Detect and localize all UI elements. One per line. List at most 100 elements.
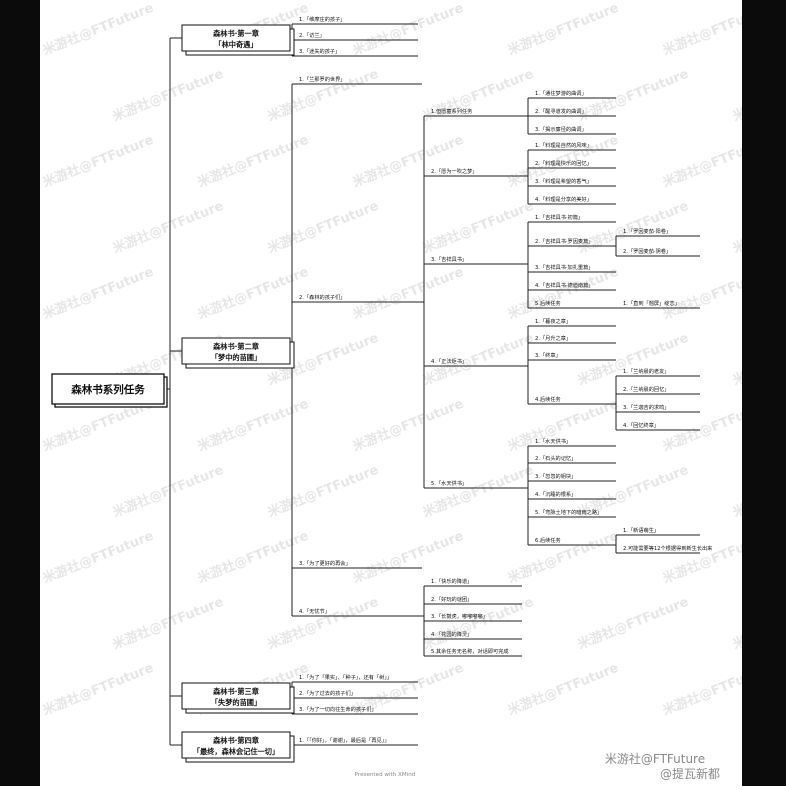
left-black-border — [0, 0, 40, 786]
chapter-2-group-5-item-2: 2.「石头的记忆」 — [535, 454, 576, 462]
chapter-2-festival-item-1: 1.「快乐的降道」 — [431, 577, 472, 585]
chapter-2-group-3-item-2: 2.「吉祥具书·罗因麦篇」 — [535, 237, 593, 245]
chapter-2-group-4-item-3: 3.「终章」 — [535, 351, 561, 359]
chapter-1-node: 森林书·第一章 「林中奇遇」 — [181, 24, 295, 56]
chapter-3-node: 森林书·第三章 「失梦的苗圃」 — [181, 682, 295, 714]
watermark-text: 米游社@FTFuture — [266, 66, 382, 125]
chapter-1-title: 森林书·第一章 — [212, 29, 259, 38]
chapter-2-group-5-item-4: 4.「沉睡的根系」 — [535, 490, 576, 498]
chapter-2-group-5-item-5: 5.「弯脉土地下的暗雨之路」 — [535, 508, 602, 516]
watermark-text: 米游社@FTFuture — [731, 462, 742, 521]
watermark-text: 米游社@FTFuture — [196, 396, 312, 455]
chapter-4-item-1: 1.「「你好」，「谢谢」，最后是「再见」」 — [299, 736, 390, 744]
chapter-3-subtitle: 「失梦的苗圃」 — [211, 698, 261, 707]
chapter-2-group-4-item-4-sub-4: 4.「回忆终章」 — [623, 421, 659, 429]
watermark-text: 米游社@FTFuture — [41, 132, 157, 191]
chapter-2-group-5: 5.「水天供书」 — [431, 479, 467, 487]
watermark-text: 米游社@FTFuture — [506, 0, 622, 59]
chapter-2-group-4-item-4: 4.后续任务 — [535, 395, 561, 403]
chapter-2-group-1-item-2: 2.「醒寻道发的曲调」 — [535, 107, 587, 115]
chapter-2-box — [181, 337, 291, 365]
watermark-text: 米游社@FTFuture — [266, 594, 382, 653]
xmind-footer: Presented with XMind — [355, 772, 416, 778]
corner-watermark-1: 米游社@FTFuture — [605, 751, 705, 766]
corner-watermark-2: @提瓦新都 — [660, 766, 720, 781]
chapter-4-title: 森林书·第四章 — [212, 736, 259, 745]
watermark-text: 米游社@FTFuture — [421, 198, 537, 257]
watermark-text: 米游社@FTFuture — [731, 330, 742, 389]
chapter-2-festival-item-2: 2.「好玩的谜团」 — [431, 595, 472, 603]
chapter-2-group-4-item-2: 2.「月升之章」 — [535, 334, 571, 342]
watermark-text: 米游社@FTFuture — [196, 528, 312, 587]
chapter-1-item-2: 2.「访兰」 — [299, 31, 325, 39]
chapter-1-box — [181, 24, 291, 52]
chapter-2-group-4-item-1: 1.「暮夜之章」 — [535, 317, 571, 325]
chapter-2-group-2-item-2: 2.「料理是快乐的回忆」 — [535, 159, 592, 167]
watermark-text: 米游社@FTFuture — [351, 132, 467, 191]
watermark-text: 米游社@FTFuture — [351, 396, 467, 455]
node-labels: 1.「维摩庄的孩子」 2.「访兰」 3.「迷失的孩子」 1.「兰那罗的世界」 2.「森林… — [299, 15, 713, 744]
chapter-2-group-3-item-1: 1.「吉祥具书·初篇」 — [535, 213, 583, 221]
watermark-text: 米游社@FTFuture — [576, 330, 692, 389]
chapter-4-subtitle: 「最终，森林会记住一切」 — [193, 747, 279, 756]
chapter-2-group-5-item-1: 1.「水天供书」 — [535, 437, 571, 445]
root-node-frame — [51, 373, 165, 405]
watermark-text: 米游社@FTFuture — [576, 594, 692, 653]
chapter-2-group-2: 2.「愿为一吹之梦」 — [431, 167, 477, 175]
watermark-text: 米游社@FTFuture — [661, 396, 742, 455]
watermark-text: 米游社@FTFuture — [731, 66, 742, 125]
chapter-2-item-2: 2.「森林的孩子们」 — [299, 293, 345, 301]
watermark-text: 米游社@FTFuture — [41, 0, 157, 59]
watermark-text: 米游社@FTFuture — [661, 264, 742, 323]
watermark-text: 米游社@FTFuture — [731, 594, 742, 653]
chapter-2-group-4-item-4-sub-3: 3.「兰迦吉的求鸣」 — [623, 403, 669, 411]
watermark-text: 米游社@FTFuture — [41, 660, 157, 719]
watermark-text: 米游社@FTFuture — [661, 0, 742, 59]
root-title: 森林书系列任务 — [70, 383, 145, 396]
watermark-text: 米游社@FTFuture — [506, 660, 622, 719]
chapter-2-group-2-item-1: 1.「料理是自然的风味」 — [535, 141, 592, 149]
chapter-2-group-5-item-6-sub-2: 2.可能需要等12个根据得到新生长出来 — [623, 544, 713, 552]
chapter-2-group-3-item-3: 3.「吉祥具书·加扎重篇」 — [535, 263, 593, 271]
watermark-text: 米游社@FTFuture — [731, 198, 742, 257]
chapter-2-festival-item-4: 4.「花园的降灵」 — [431, 630, 472, 638]
chapter-2-group-4-item-4-sub-2: 2.「兰纳晨的回忆」 — [623, 385, 669, 393]
chapter-2-item-4: 4.「无忧节」 — [299, 607, 330, 615]
watermark-text: 米游社@FTFuture — [196, 132, 312, 191]
chapter-1-item-3: 3.「迷失的孩子」 — [299, 47, 340, 55]
chapter-2-festival-item-5: 5.其余任务无名称，对话即可完成 — [431, 647, 509, 655]
chapter-3-title: 森林书·第三章 — [212, 687, 259, 696]
chapter-2-title: 森林书·第二章 — [212, 342, 259, 351]
chapter-2-item-3: 3.「为了更好的再会」 — [299, 559, 351, 567]
chapter-2-group-4-item-4-sub-1: 1.「兰纳晨的老友」 — [623, 367, 669, 375]
watermark-text: 米游社@FTFuture — [661, 132, 742, 191]
watermark-text: 米游社@FTFuture — [576, 198, 692, 257]
chapter-2-group-3-item-2-sub-1: 1.「罗因麦茄·阳卷」 — [623, 227, 671, 235]
watermark-text: 米游社@FTFuture — [111, 594, 227, 653]
root-node: 森林书系列任务 — [51, 373, 168, 408]
watermark-text: 米游社@FTFuture — [661, 528, 742, 587]
right-black-border — [742, 0, 786, 786]
watermark-text: 米游社@FTFuture — [351, 264, 467, 323]
chapter-1-item-1: 1.「维摩庄的孩子」 — [299, 15, 345, 23]
chapter-1-subtitle: 「林中奇遇」 — [214, 40, 257, 49]
chapter-2-group-3-item-2-sub-2: 2.「罗因麦茄·阴卷」 — [623, 247, 671, 255]
watermark-text: 米游社@FTFuture — [506, 528, 622, 587]
chapter-2-festival-item-3: 3.「长鼓虎，嘟嘟嘟嘟」 — [431, 612, 488, 620]
watermark-text: 米游社@FTFuture — [41, 264, 157, 323]
chapter-2-group-3-item-5-sub-1: 1.「直到「翘屏」绽恋」 — [623, 299, 680, 307]
chapter-2-group-3-item-5: 5.后续任务 — [535, 299, 561, 307]
chapter-2-group-1-item-3: 3.「揭示廉径的曲调」 — [535, 125, 587, 133]
watermark-text: 米游社@FTFuture — [111, 198, 227, 257]
chapter-2-group-5-item-6: 6.后续任务 — [535, 536, 561, 544]
watermark-text: 米游社@FTFuture — [196, 264, 312, 323]
chapter-2-group-1-item-1: 1.「通往梦游的曲调」 — [535, 89, 587, 97]
chapter-4-box — [181, 731, 291, 759]
chapter-2-item-1: 1.「兰那罗的世界」 — [299, 75, 345, 83]
watermark-layer: 米游社@FTFuture 米游社@FTFuture 米游社@FTFuture 米游社@… — [41, 0, 786, 719]
chapter-3-item-1: 1.「为了「果实」、「种子」，还有「树」」 — [299, 673, 392, 681]
chapter-2-group-1: 1.但愿童系列任务 — [431, 107, 472, 115]
connector-lines — [164, 23, 700, 746]
mindmap-svg: 米游社@FTFuture 米游社@FTFuture 米游社@FTFuture 米游社@… — [41, 0, 786, 781]
